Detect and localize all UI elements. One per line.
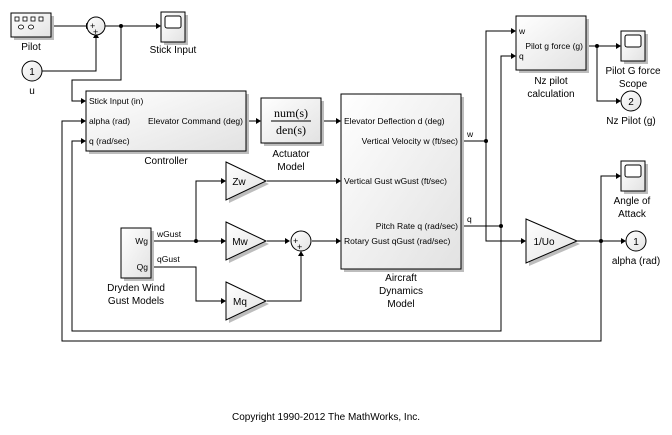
uo-gain-label: 1/Uo [533, 237, 555, 248]
alpha-outport[interactable]: 1 alpha (rad) [612, 230, 660, 267]
mq-label: Mq [233, 297, 247, 308]
wires [42, 23, 626, 342]
g-scope-label-line2: Scope [619, 79, 648, 90]
nz-calculation-block[interactable]: w q Pilot g force (g) Nz pilot calculati… [515, 15, 589, 100]
nz-outport-label: Nz Pilot (g) [606, 116, 655, 127]
pilot-block[interactable]: Pilot [10, 12, 54, 53]
aircraft-out-pitch-rate: Pitch Rate q (rad/sec) [376, 221, 458, 231]
sum2-sign-b: + [297, 242, 302, 252]
controller-label: Controller [144, 156, 188, 167]
angle-of-attack-scope[interactable]: Angle of Attack [614, 160, 651, 220]
dryden-label-line2: Gust Models [108, 296, 164, 307]
aircraft-label-line2: Dynamics [379, 286, 423, 297]
controller-in-q: q (rad/sec) [89, 136, 130, 146]
nz-label-line1: Nz pilot [534, 76, 568, 87]
nz-outport-number: 2 [628, 97, 634, 108]
controller-out-elevator: Elevator Command (deg) [148, 116, 243, 126]
actuator-label-line1: Actuator [272, 149, 310, 160]
mw-label: Mw [232, 237, 248, 248]
copyright-text: Copyright 1990-2012 The MathWorks, Inc. [232, 412, 420, 423]
nz-pilot-outport[interactable]: 2 Nz Pilot (g) [606, 90, 656, 127]
signal-wgust: wGust [156, 229, 182, 239]
nz-label-line2: calculation [527, 89, 574, 100]
u-inport-number: 1 [29, 67, 35, 78]
actuator-numerator: num(s) [274, 106, 308, 120]
controller-block[interactable]: Stick Input (in) alpha (rad) q (rad/sec)… [85, 90, 249, 167]
signal-w: w [466, 129, 474, 139]
pilot-label: Pilot [21, 42, 41, 53]
sum2-sign-a: + [293, 236, 298, 246]
aircraft-label-line1: Aircraft [385, 273, 417, 284]
sum-block-stick[interactable]: + + [86, 16, 106, 37]
controller-in-alpha: alpha (rad) [89, 116, 130, 126]
u-inport-label: u [29, 86, 35, 97]
aircraft-label-line3: Model [387, 299, 414, 310]
sum1-sign-b: + [93, 27, 98, 37]
aircraft-dynamics-block[interactable]: Elevator Deflection d (deg) Vertical Gus… [340, 93, 464, 310]
u-inport[interactable]: 1 u [21, 60, 43, 97]
controller-in-stick: Stick Input (in) [89, 96, 143, 106]
mq-gain[interactable]: Mq [225, 281, 269, 323]
stick-input-scope[interactable]: Stick Input [150, 11, 197, 56]
nz-in-w: w [518, 26, 526, 36]
inverse-uo-gain[interactable]: 1/Uo [525, 218, 580, 266]
dryden-out-wg: Wg [135, 236, 148, 246]
mw-gain[interactable]: Mw [225, 221, 269, 263]
nz-out-g-force: Pilot g force (g) [525, 41, 583, 51]
aoa-label-line2: Attack [618, 209, 647, 220]
actuator-denominator: den(s) [276, 123, 306, 137]
dryden-label-line1: Dryden Wind [107, 283, 165, 294]
aircraft-in-rotary-gust: Rotary Gust qGust (rad/sec) [344, 236, 450, 246]
signal-qgust: qGust [157, 254, 180, 264]
zw-label: Zw [232, 177, 246, 188]
actuator-block[interactable]: num(s) den(s) Actuator Model [260, 97, 324, 173]
stick-input-label: Stick Input [150, 45, 197, 56]
g-scope-label-line1: Pilot G force [605, 66, 660, 77]
signal-q: q [467, 214, 472, 224]
alpha-outport-label: alpha (rad) [612, 256, 660, 267]
nz-in-q: q [519, 51, 524, 61]
aoa-label-line1: Angle of [614, 196, 651, 207]
aircraft-out-vertical-velocity: Vertical Velocity w (ft/sec) [362, 136, 459, 146]
aircraft-in-elevator: Elevator Deflection d (deg) [344, 116, 445, 126]
sum1-sign-a: + [90, 21, 95, 31]
actuator-label-line2: Model [277, 162, 304, 173]
zw-gain[interactable]: Zw [225, 161, 269, 203]
sum-block-gust[interactable]: + + [290, 230, 312, 252]
dryden-out-qg: Qg [137, 262, 149, 272]
dryden-gust-block[interactable]: Wg Qg Dryden Wind Gust Models [107, 227, 165, 307]
alpha-outport-number: 1 [633, 237, 639, 248]
pilot-g-force-scope[interactable]: Pilot G force Scope [605, 30, 661, 90]
aircraft-in-vertical-gust: Vertical Gust wGust (ft/sec) [344, 176, 447, 186]
